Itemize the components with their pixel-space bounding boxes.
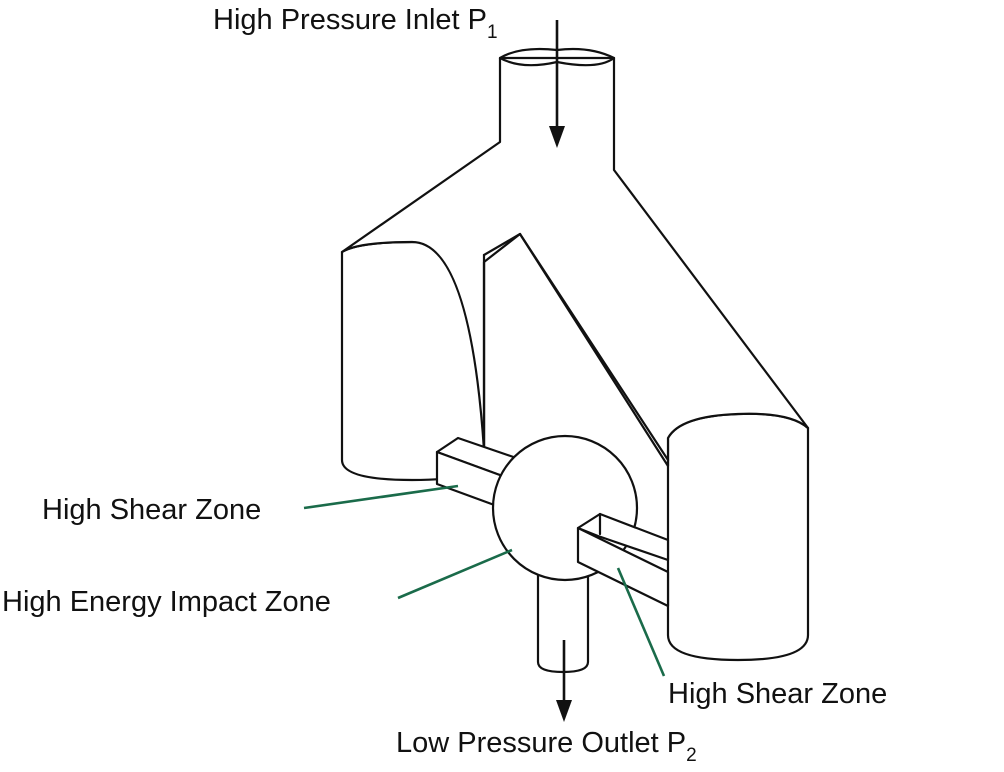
shear-zone-right-label: High Shear Zone bbox=[668, 678, 887, 710]
right-shear-bar bbox=[576, 512, 670, 608]
leader-shear-left bbox=[303, 484, 459, 510]
outlet-label-subscript: 2 bbox=[686, 745, 697, 766]
manifold-inner-left bbox=[482, 232, 522, 257]
inlet-arrow bbox=[549, 20, 565, 148]
outlet-arrow bbox=[556, 640, 572, 722]
outlet-label: Low Pressure Outlet P2 bbox=[396, 727, 697, 766]
right-cylinder bbox=[666, 412, 810, 662]
manifold-body bbox=[340, 47, 810, 662]
right-bar-front bbox=[576, 526, 670, 608]
shear-zone-left-label: High Shear Zone bbox=[42, 494, 261, 526]
manifold-inner-right bbox=[518, 232, 670, 462]
inlet-label-subscript: 1 bbox=[487, 22, 498, 43]
leader-impact bbox=[397, 548, 513, 600]
impact-zone-label: High Energy Impact Zone bbox=[2, 586, 331, 618]
inlet-label: High Pressure Inlet P1 bbox=[213, 4, 498, 43]
leader-shear-right bbox=[616, 567, 666, 677]
inlet-pipe-top bbox=[498, 47, 616, 67]
